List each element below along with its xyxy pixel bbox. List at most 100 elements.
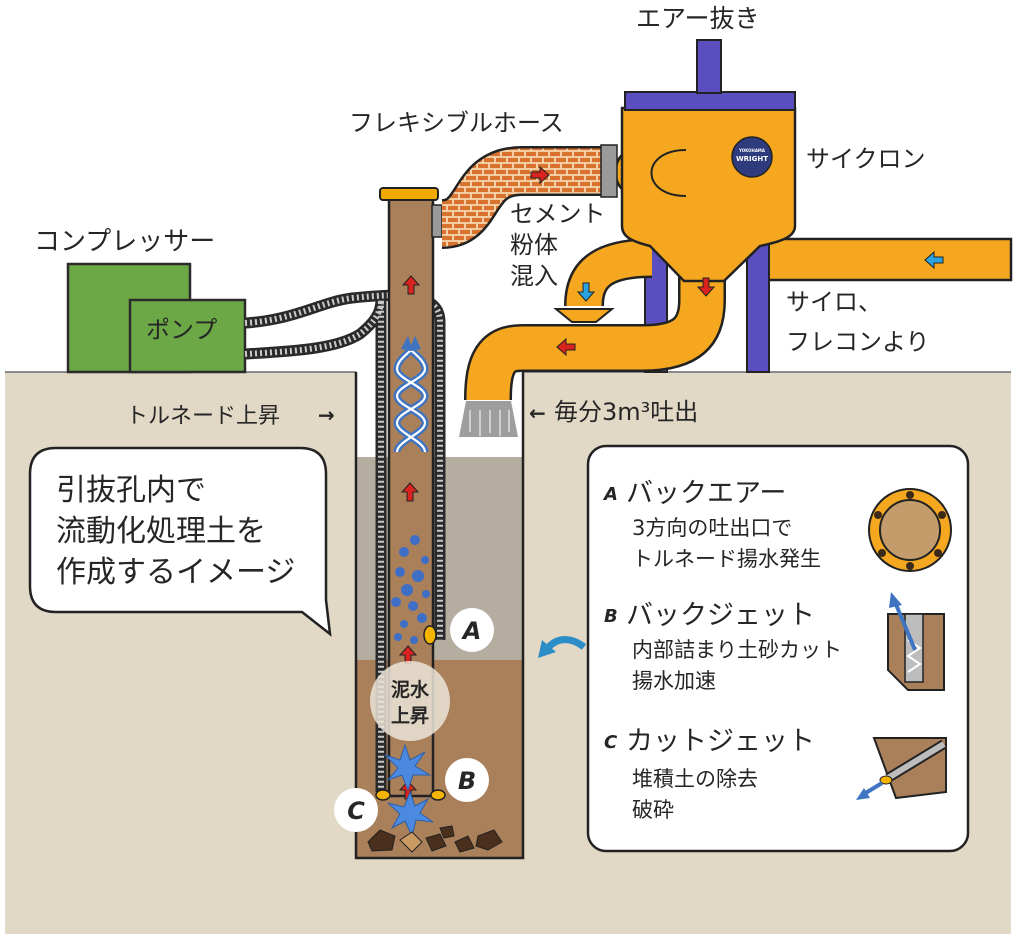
cut-jet-pipe bbox=[886, 741, 946, 781]
helix-highlight bbox=[395, 346, 427, 453]
cut-jet-nozzle-icon bbox=[879, 775, 893, 785]
silo-label-line-2: フレコンより bbox=[786, 328, 930, 356]
nozzle-ring-inner bbox=[879, 499, 941, 561]
curved-pointer-arrowhead bbox=[538, 640, 556, 658]
tornado-helix-icon bbox=[393, 336, 429, 453]
air-bubble bbox=[395, 567, 405, 577]
cyclone-label: サイクロン bbox=[806, 145, 926, 173]
cyclone-inlet-curve bbox=[650, 149, 687, 197]
silo-feed-pipe bbox=[766, 237, 1013, 282]
air-bubble bbox=[394, 633, 402, 641]
legend-b-line-1: 内部詰まり土砂カット bbox=[632, 638, 842, 662]
cyclone-top-band bbox=[624, 91, 796, 111]
air-hose-right-texture bbox=[244, 292, 443, 640]
legend-b-letter: B bbox=[604, 606, 618, 627]
cement-label-line-3: 混入 bbox=[510, 262, 558, 290]
air-hose-left-texture bbox=[244, 299, 384, 792]
air-bubble bbox=[399, 547, 409, 557]
legend-a-title: バックエアー bbox=[626, 478, 786, 509]
legend-a-letter: A bbox=[602, 484, 618, 505]
marker-b: B bbox=[458, 767, 476, 795]
discharge-rate-label: 毎分3m³吐出 bbox=[554, 398, 698, 426]
logo-badge bbox=[731, 136, 773, 178]
discharged-slurry-streaks bbox=[469, 410, 510, 436]
logo-line-1: YOKOHAMA bbox=[738, 148, 766, 153]
compressor-label: コンプレッサー bbox=[34, 227, 215, 257]
speech-bubble-line-1: 引抜孔内で bbox=[56, 473, 206, 508]
mud-rise-badge bbox=[370, 661, 450, 741]
cut-jet-nozzle bbox=[375, 789, 391, 801]
helix-arrowhead bbox=[409, 336, 421, 351]
rock bbox=[454, 835, 475, 853]
nozzle-port bbox=[938, 511, 946, 519]
pump bbox=[128, 298, 247, 374]
rock bbox=[439, 825, 455, 839]
silo-label-line-1: サイロ、 bbox=[786, 288, 882, 316]
air-bubble bbox=[400, 620, 408, 628]
blue-feed-arrow-icon bbox=[576, 282, 596, 302]
air-bubble bbox=[410, 535, 420, 545]
marker-a-badge bbox=[450, 608, 494, 652]
funnel bbox=[553, 308, 615, 323]
back-air-nozzle bbox=[423, 625, 437, 645]
rock bbox=[425, 833, 447, 852]
red-flow-arrow-icon bbox=[696, 277, 716, 297]
air-bubble bbox=[421, 556, 429, 564]
air-bubbles bbox=[391, 535, 430, 644]
cut-jet-arrowhead bbox=[856, 788, 870, 800]
curved-pointer-arrow-icon bbox=[545, 636, 587, 651]
jet-burst-icon bbox=[384, 743, 432, 792]
legend-c-line-2: 破砕 bbox=[632, 798, 674, 822]
discharge-arrow-icon: ← bbox=[529, 401, 546, 425]
extraction-hole-walls bbox=[354, 372, 525, 860]
nozzle-ring-icon bbox=[868, 488, 952, 572]
cement-label-line-2: 粉体 bbox=[510, 231, 558, 259]
speech-bubble-line-2: 流動化処理土を bbox=[56, 514, 266, 549]
legend-b-line-2: 揚水加速 bbox=[632, 669, 716, 693]
red-flow-arrow-icon bbox=[401, 275, 421, 295]
tornado-rise-arrow-icon: → bbox=[318, 403, 335, 427]
rock bbox=[475, 829, 503, 851]
cut-jet-icon bbox=[856, 737, 947, 800]
air-bubble bbox=[422, 590, 430, 598]
legend-a-line-1: 3方向の吐出口で bbox=[632, 516, 792, 540]
back-jet-arrowhead bbox=[889, 592, 902, 608]
legend-a-line-2: トルネード揚水発生 bbox=[632, 547, 821, 571]
red-flow-arrow-icon bbox=[556, 337, 576, 357]
legend-b-title: バックジェット bbox=[626, 600, 815, 631]
pump-label: ポンプ bbox=[146, 316, 217, 344]
helix-arrowhead bbox=[401, 336, 413, 351]
nozzle-port bbox=[906, 491, 914, 499]
air-bubble bbox=[417, 613, 427, 623]
air-bubble bbox=[401, 584, 413, 596]
red-flow-arrow-icon bbox=[530, 165, 550, 185]
helix-highlight bbox=[395, 346, 427, 453]
air-vent-label: エアー抜き bbox=[636, 4, 760, 33]
logo-line-2: WRIGHT bbox=[736, 155, 768, 163]
speech-bubble bbox=[28, 446, 332, 637]
blue-feed-arrow-icon bbox=[924, 250, 944, 270]
air-bubble bbox=[408, 601, 418, 611]
nozzle-port bbox=[874, 511, 882, 519]
flexible-hose-label: フレキシブルホース bbox=[349, 109, 564, 137]
company-logo: YOKOHAMA WRIGHT bbox=[731, 136, 773, 178]
back-jet-flow bbox=[906, 639, 922, 673]
air-bubble bbox=[410, 636, 418, 644]
marker-a: A bbox=[461, 617, 482, 645]
discharge-pipe bbox=[466, 272, 724, 401]
discharged-slurry bbox=[459, 401, 518, 437]
mud-rise-label-line-2: 上昇 bbox=[391, 705, 429, 727]
flexible-hose bbox=[439, 148, 604, 247]
speech-bubble-line-3: 作成するイメージ bbox=[56, 555, 295, 590]
nozzle-port bbox=[934, 549, 942, 557]
red-flow-arrow-icon bbox=[400, 482, 420, 502]
back-jet-icon bbox=[887, 592, 945, 691]
legend-c-title: カットジェット bbox=[626, 726, 815, 757]
cyclone-inlet-connector bbox=[600, 144, 618, 198]
air-bubble bbox=[391, 597, 401, 607]
tornado-rise-label: トルネード上昇 bbox=[126, 404, 280, 429]
air-bubble bbox=[412, 570, 424, 582]
cut-jet-arrow-shaft bbox=[862, 781, 884, 796]
marker-b-badge bbox=[445, 758, 489, 802]
